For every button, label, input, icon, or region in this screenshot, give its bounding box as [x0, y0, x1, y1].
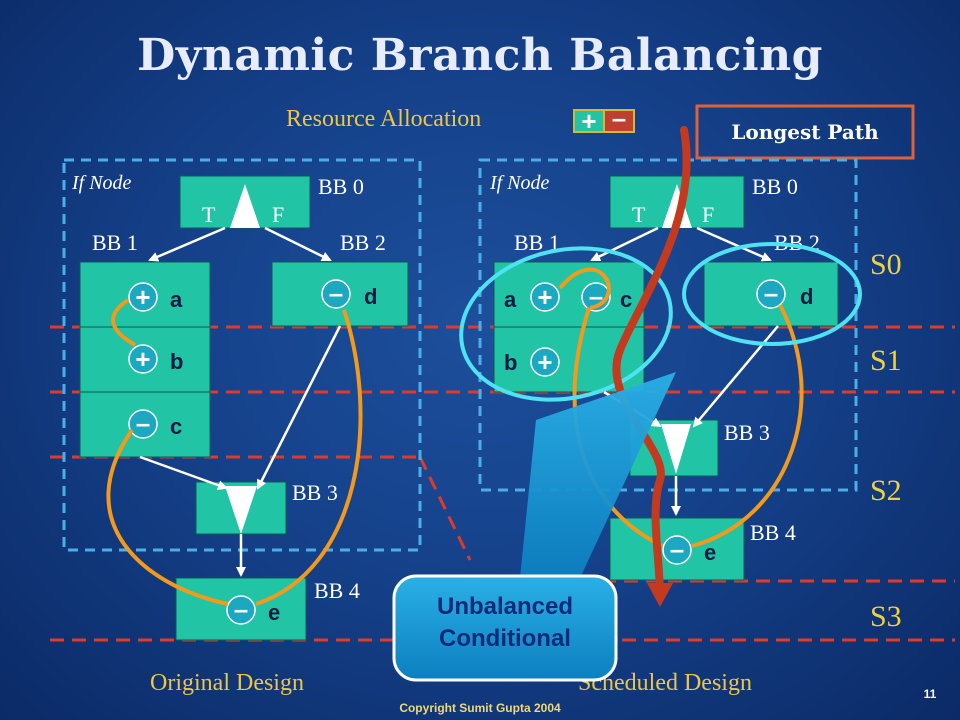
right-sub-icon-d [756, 279, 786, 309]
svg-text:+: + [537, 282, 552, 312]
right-bb3-label: BB 3 [724, 420, 770, 445]
svg-text:–: – [764, 278, 778, 308]
left-bb0-label: BB 0 [318, 174, 364, 199]
svg-text:+: + [135, 282, 150, 312]
right-op-a: a [504, 287, 517, 312]
right-dep-a-c [558, 267, 611, 310]
left-caption: Original Design [150, 670, 304, 696]
right-if-node-label: If Node [489, 172, 550, 194]
left-add-icon-b [128, 344, 158, 374]
resource-legend: + – [573, 103, 635, 136]
callout-line-1: Unbalanced [437, 593, 573, 620]
right-true-label: T [632, 202, 646, 227]
right-if-node-region [478, 158, 858, 492]
state-divider-3b [418, 456, 472, 561]
right-op-c: c [620, 287, 632, 312]
state-s3: S3 [870, 600, 902, 633]
state-s2: S2 [870, 474, 902, 507]
right-bb1-highlight [459, 246, 673, 402]
left-sub-icon-d [321, 279, 351, 309]
left-op-b: b [170, 349, 183, 374]
left-add-icon-a [128, 282, 158, 312]
original-design-diagram: If Node T F BB 0 BB 1 BB 2 + a + b – c –… [62, 158, 422, 696]
right-merge-icon [661, 424, 691, 474]
resource-allocation-label: Resource Allocation [286, 106, 481, 132]
page-title: Dynamic Branch Balancing [137, 30, 823, 81]
right-false-label: F [702, 202, 714, 227]
left-bb2-label: BB 2 [340, 230, 386, 255]
right-add-icon-b [530, 347, 560, 377]
right-sub-icon-e [662, 535, 692, 565]
copyright: Copyright Sumit Gupta 2004 [399, 701, 561, 715]
right-bb4-label: BB 4 [750, 520, 796, 545]
right-op-d: d [800, 284, 813, 309]
left-merge-icon [225, 486, 257, 534]
left-true-label: T [202, 202, 216, 227]
right-op-b: b [504, 350, 517, 375]
right-op-e: e [704, 540, 716, 565]
left-bb3-label: BB 3 [292, 480, 338, 505]
longest-path-box [695, 104, 915, 160]
svg-text:–: – [234, 594, 248, 624]
left-op-c: c [170, 414, 182, 439]
left-false-label: F [272, 202, 284, 227]
left-op-e: e [268, 600, 280, 625]
legend-plus-icon: + [581, 106, 596, 136]
state-s1: S1 [870, 344, 902, 377]
right-bb0-label: BB 0 [752, 174, 798, 199]
unbalanced-conditional-callout: Unbalanced Conditional [392, 372, 676, 682]
left-sub-icon-c [128, 409, 158, 439]
svg-text:+: + [135, 344, 150, 374]
left-bb4-label: BB 4 [314, 578, 360, 603]
longest-path-label: Longest Path [731, 120, 879, 144]
left-dep-c-e [106, 428, 229, 606]
callout-line-2: Conditional [439, 625, 571, 652]
svg-text:–: – [329, 278, 343, 308]
left-sub-icon-e [226, 595, 256, 625]
left-branch-icon [230, 184, 260, 228]
left-dep-d-e [255, 309, 363, 606]
svg-text:–: – [136, 408, 150, 438]
page-number: 11 [924, 687, 937, 701]
left-op-a: a [170, 287, 183, 312]
right-branch-icon [662, 184, 692, 228]
right-add-icon-a [530, 282, 560, 312]
svg-text:+: + [537, 347, 552, 377]
left-dep-a-b [111, 298, 136, 347]
svg-text:–: – [670, 534, 684, 564]
legend-minus-icon: – [612, 103, 626, 133]
left-op-d: d [364, 284, 377, 309]
left-if-node-label: If Node [71, 172, 132, 194]
state-s0: S0 [870, 248, 902, 281]
right-bb2-highlight [682, 242, 862, 346]
left-bb2-block [271, 261, 409, 327]
left-bb1-label: BB 1 [92, 230, 138, 255]
